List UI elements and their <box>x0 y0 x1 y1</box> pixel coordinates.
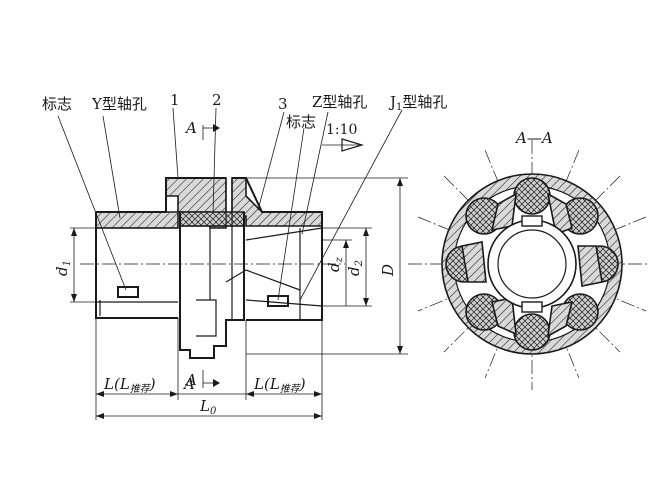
label-part-3: 3 <box>278 95 288 113</box>
section-arrow-bottom <box>202 370 220 388</box>
dim-L-left: L(L推荐) <box>104 375 156 395</box>
section-arrow-top <box>202 124 220 140</box>
label-taper: 1:10 <box>326 122 358 138</box>
label-mark-left: 标志 <box>42 95 73 113</box>
dimension-lines <box>70 177 408 420</box>
dim-d2: d2 <box>345 260 365 276</box>
label-j1-bore: J1型轴孔 <box>390 93 448 113</box>
mark-box-right <box>267 295 289 307</box>
label-z-bore: Z型轴孔 <box>312 93 368 111</box>
dim-D: D <box>379 263 397 276</box>
dim-L-right: L(L推荐) <box>254 375 306 395</box>
leader-lines <box>57 107 403 301</box>
left-hub <box>95 177 227 319</box>
label-section-bottom: A <box>186 371 197 389</box>
dim-L0: L0 <box>200 397 217 417</box>
jaw-spider <box>179 178 301 359</box>
label-section-view: A—A <box>516 129 553 147</box>
label-part-1: 1 <box>170 91 180 109</box>
right-hub <box>231 177 323 321</box>
dim-d1: d1 <box>53 260 73 276</box>
label-y-bore: Y型轴孔 <box>92 95 147 113</box>
mark-box-left <box>117 286 139 298</box>
label-part-2: 2 <box>212 91 222 109</box>
label-section-top: A <box>186 119 197 137</box>
dim-A-gap: A <box>184 375 195 393</box>
label-mark-right: 标志 <box>286 113 317 131</box>
section-view <box>408 140 650 390</box>
